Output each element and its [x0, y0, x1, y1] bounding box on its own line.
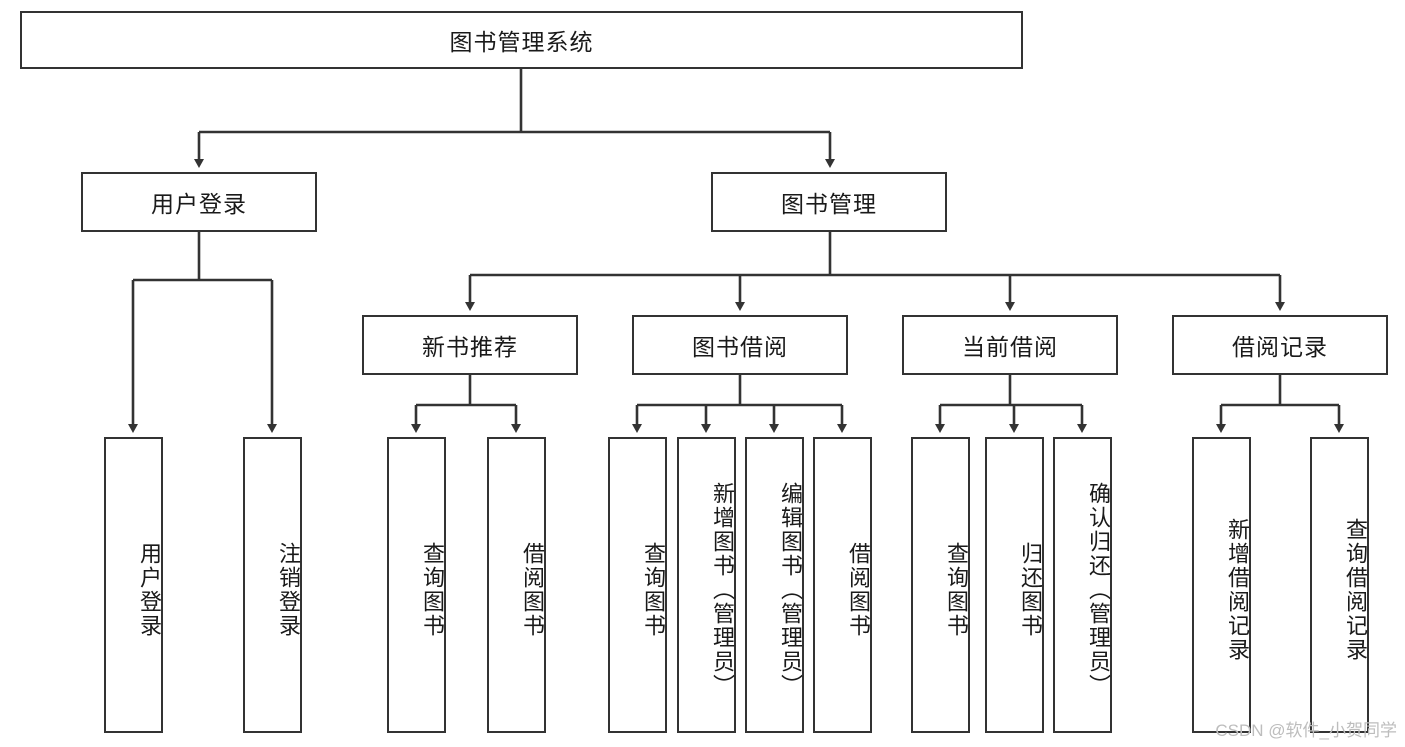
node-leaf-add-record[interactable]: 新增借阅记录 [1192, 437, 1251, 733]
watermark: CSDN @软件_小贺同学 [1215, 721, 1397, 740]
node-leaf-edit-book[interactable]: 编辑图书（管理员） [745, 437, 804, 733]
node-current-borrow[interactable]: 当前借阅 [902, 315, 1118, 375]
node-leaf-query-book-3-label: 查询图书 [944, 542, 969, 638]
node-leaf-return-book-label: 归还图书 [1018, 542, 1043, 638]
node-root-label: 图书管理系统 [449, 29, 594, 55]
node-leaf-edit-book-label: 编辑图书（管理员） [778, 482, 803, 698]
node-user-login[interactable]: 用户登录 [81, 172, 317, 232]
node-leaf-add-book-label: 新增图书（管理员） [710, 482, 735, 698]
node-leaf-borrow-book-2-label: 借阅图书 [846, 542, 871, 638]
node-leaf-query-book-1-label: 查询图书 [420, 542, 445, 638]
node-leaf-query-record[interactable]: 查询借阅记录 [1310, 437, 1369, 733]
node-leaf-logout[interactable]: 注销登录 [243, 437, 302, 733]
node-leaf-return-book[interactable]: 归还图书 [985, 437, 1044, 733]
node-leaf-query-book-2[interactable]: 查询图书 [608, 437, 667, 733]
node-borrow-record-label: 借阅记录 [1232, 334, 1328, 360]
node-user-login-label: 用户登录 [151, 191, 247, 217]
node-book-manage[interactable]: 图书管理 [711, 172, 947, 232]
node-book-manage-label: 图书管理 [781, 191, 877, 217]
node-leaf-query-record-label: 查询借阅记录 [1343, 518, 1368, 662]
node-leaf-add-book[interactable]: 新增图书（管理员） [677, 437, 736, 733]
node-leaf-confirm-return-label: 确认归还（管理员） [1086, 482, 1111, 698]
node-leaf-query-book-3[interactable]: 查询图书 [911, 437, 970, 733]
node-root[interactable]: 图书管理系统 [20, 11, 1023, 69]
node-leaf-user-login-label: 用户登录 [137, 542, 162, 638]
node-leaf-borrow-book-1-label: 借阅图书 [520, 542, 545, 638]
node-leaf-borrow-book-1[interactable]: 借阅图书 [487, 437, 546, 733]
node-borrow-record[interactable]: 借阅记录 [1172, 315, 1388, 375]
node-new-book-recommend-label: 新书推荐 [422, 334, 518, 360]
node-leaf-confirm-return[interactable]: 确认归还（管理员） [1053, 437, 1112, 733]
node-leaf-logout-label: 注销登录 [276, 542, 301, 638]
node-new-book-recommend[interactable]: 新书推荐 [362, 315, 578, 375]
node-book-borrow-label: 图书借阅 [692, 334, 788, 360]
node-current-borrow-label: 当前借阅 [962, 334, 1058, 360]
node-leaf-user-login[interactable]: 用户登录 [104, 437, 163, 733]
node-book-borrow[interactable]: 图书借阅 [632, 315, 848, 375]
node-leaf-query-book-2-label: 查询图书 [641, 542, 666, 638]
node-leaf-borrow-book-2[interactable]: 借阅图书 [813, 437, 872, 733]
node-leaf-add-record-label: 新增借阅记录 [1225, 518, 1250, 662]
node-leaf-query-book-1[interactable]: 查询图书 [387, 437, 446, 733]
